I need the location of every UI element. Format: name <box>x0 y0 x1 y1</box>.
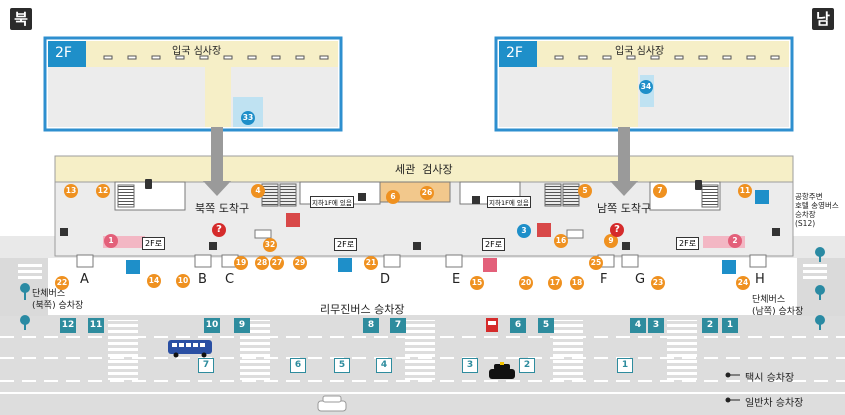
facility-22: 22 <box>55 276 69 290</box>
facility-17: 17 <box>548 276 562 290</box>
facility-10: 10 <box>176 274 190 288</box>
facility-13: 13 <box>64 184 78 198</box>
gate-d: D <box>380 272 391 287</box>
facility-16: 16 <box>554 234 568 248</box>
bus-stop-3: 3 <box>648 318 664 333</box>
bus-poles <box>20 247 825 330</box>
to-2f-sign-4: 2F로 <box>676 237 700 250</box>
facility-7: 7 <box>653 184 667 198</box>
upper-floor-right <box>494 36 794 132</box>
group-bus-south-label: 단체버스 (남쪽) 승차장 <box>752 295 804 317</box>
bus-stop-3: 3 <box>462 358 478 373</box>
upper-floor-left <box>43 36 343 132</box>
bus-stop-6: 6 <box>290 358 306 373</box>
taxi-stand-label: 택시 승차장 <box>745 373 795 384</box>
immigration-title-right: 입국 심사장 <box>615 46 665 57</box>
bus-stop-6: 6 <box>510 318 526 333</box>
to-2f-sign-2: 2F로 <box>334 238 358 251</box>
gate-e: E <box>452 272 461 287</box>
car-stand-label: 일반차 승차장 <box>745 398 804 409</box>
bus-stop-10: 10 <box>204 318 220 333</box>
bus-stop-4: 4 <box>630 318 646 333</box>
bus-stop-12: 12 <box>60 318 76 333</box>
immigration-title-left: 입국 심사장 <box>172 46 222 57</box>
info-question-icon: ? <box>610 223 624 237</box>
facility-6: 6 <box>386 190 400 204</box>
info-question-icon: ? <box>212 223 226 237</box>
gate-h: H <box>755 272 765 287</box>
facility-12: 12 <box>96 184 110 198</box>
facility-11: 11 <box>738 184 752 198</box>
facility-9: 9 <box>604 234 618 248</box>
b1-sign-1: 지하1F에 있음 <box>310 196 354 208</box>
b1-sign-2: 지하1F에 있음 <box>487 196 531 208</box>
limousine-bus-area-title: 리무진버스 승차장 <box>320 303 405 316</box>
bus-stop-8: 8 <box>363 318 379 333</box>
bus-stop-11: 11 <box>88 318 104 333</box>
bus-stop-7: 7 <box>390 318 406 333</box>
north-badge: 북 <box>10 8 32 30</box>
facility-33: 33 <box>241 111 255 125</box>
facility-2: 2 <box>728 234 742 248</box>
bus-stop-7: 7 <box>198 358 214 373</box>
facility-18: 18 <box>570 276 584 290</box>
facility-27: 27 <box>270 256 284 270</box>
bus-stop-9: 9 <box>234 318 250 333</box>
facility-20: 20 <box>519 276 533 290</box>
bus-stop-2: 2 <box>702 318 718 333</box>
bus-stop-1: 1 <box>722 318 738 333</box>
gate-b: B <box>198 272 207 287</box>
taxi-icon <box>489 362 515 379</box>
group-bus-north-label: 단체버스 (북쪽) 승차장 <box>32 289 84 311</box>
bus-stop-4: 4 <box>376 358 392 373</box>
facility-23: 23 <box>651 276 665 290</box>
gate-a: A <box>80 272 89 287</box>
facility-32: 32 <box>263 238 277 252</box>
facility-14: 14 <box>147 274 161 288</box>
facility-29: 29 <box>293 256 307 270</box>
hotel-shuttle-label: 공항주변 호텔 송영버스 승차장 (S12) <box>795 192 839 228</box>
to-2f-sign-3: 2F로 <box>482 238 506 251</box>
bus-stop-1: 1 <box>617 358 633 373</box>
facility-25: 25 <box>589 256 603 270</box>
bus-stop-2: 2 <box>519 358 535 373</box>
arrow-south <box>610 127 638 196</box>
facility-15: 15 <box>470 276 484 290</box>
bus-stop-5: 5 <box>334 358 350 373</box>
facility-28: 28 <box>255 256 269 270</box>
south-arrival-label: 남쪽 도착구 <box>597 202 652 215</box>
floor-label-right: 2F <box>506 45 523 61</box>
facility-24: 24 <box>736 276 750 290</box>
car-icon <box>317 395 347 412</box>
gate-f: F <box>600 272 608 287</box>
facility-26: 26 <box>420 186 434 200</box>
north-arrival-label: 북쪽 도착구 <box>195 202 250 215</box>
facility-5: 5 <box>578 184 592 198</box>
gate-g: G <box>635 272 646 287</box>
floor-label-left: 2F <box>55 45 72 61</box>
facility-34: 34 <box>639 80 653 94</box>
gate-c: C <box>225 272 235 287</box>
facility-19: 19 <box>234 256 248 270</box>
facility-1: 1 <box>104 234 118 248</box>
customs-title: 세관 검사장 <box>395 163 453 176</box>
facility-21: 21 <box>364 256 378 270</box>
bus-stop-sign-icon <box>486 318 498 332</box>
facility-4: 4 <box>251 184 265 198</box>
bus-stop-5: 5 <box>538 318 554 333</box>
south-badge: 남 <box>812 8 834 30</box>
limousine-bus-icon <box>168 340 212 358</box>
arrow-north <box>203 127 231 196</box>
to-2f-sign-1: 2F로 <box>142 237 166 250</box>
facility-3: 3 <box>517 224 531 238</box>
